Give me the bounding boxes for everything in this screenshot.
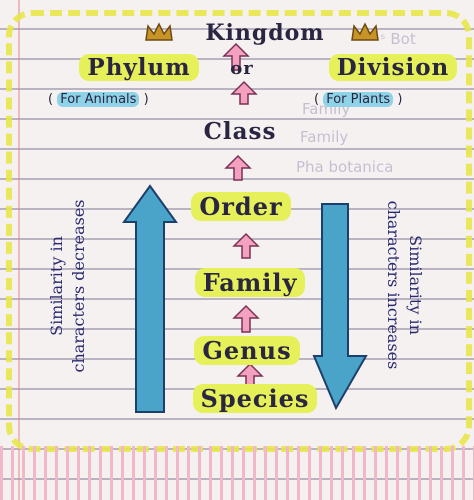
margin-line	[18, 0, 20, 500]
right-side-label: Similarity in characters increases	[376, 170, 426, 400]
family-label: Family	[180, 268, 320, 297]
for-animals-text: For Animals	[57, 92, 140, 107]
division-text: Division	[328, 54, 458, 81]
for-plants-note: ( For Plants )	[314, 92, 403, 107]
for-animals-note: ( For Animals )	[48, 92, 149, 107]
species-text: Species	[192, 384, 318, 413]
blue-up-arrow-icon	[122, 184, 178, 413]
order-text: Order	[191, 192, 291, 221]
bleed-through-text: ˢ Bot	[380, 30, 416, 48]
up-arrow-icon	[222, 42, 250, 71]
left-side-line2: characters decreases	[69, 199, 88, 373]
up-arrow-icon	[232, 304, 260, 333]
up-arrow-icon	[236, 362, 264, 387]
phylum-text: Phylum	[79, 54, 199, 81]
left-side-label: Similarity in characters decreases	[46, 171, 96, 401]
crown-icon	[351, 22, 379, 41]
kingdom-label: Kingdom	[205, 20, 325, 46]
division-label: Division	[318, 54, 468, 81]
crown-icon	[145, 22, 173, 41]
up-arrow-icon	[230, 80, 258, 105]
family-text: Family	[194, 268, 306, 297]
bleed-through-text: Pha botanica	[296, 158, 394, 176]
bleed-through-text: Family	[300, 128, 349, 146]
order-label: Order	[176, 192, 306, 221]
or-label: or	[230, 58, 254, 79]
species-label: Species	[180, 384, 330, 413]
genus-text: Genus	[194, 336, 300, 365]
right-side-line1: Similarity in	[406, 235, 425, 335]
class-label: Class	[203, 118, 277, 145]
right-side-line2: characters increases	[384, 200, 403, 370]
blue-down-arrow-icon	[312, 203, 368, 411]
up-arrow-icon	[224, 154, 252, 181]
genus-label: Genus	[182, 336, 312, 365]
phylum-label: Phylum	[64, 54, 214, 81]
left-side-line1: Similarity in	[47, 236, 66, 336]
for-plants-text: For Plants	[323, 92, 394, 107]
decorative-fringe	[0, 446, 474, 500]
up-arrow-icon	[232, 232, 260, 259]
